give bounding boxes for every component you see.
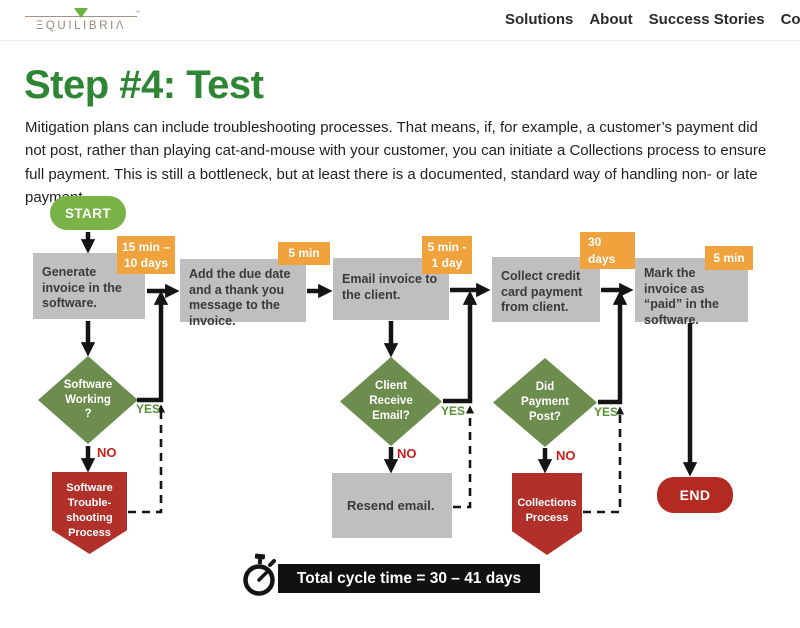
time-tag-generate: 15 min – 10 days [117,236,175,274]
intro-paragraph: Mitigation plans can include troubleshoo… [25,119,767,206]
logo-wordmark: ΞQUILIBRIΛ [35,20,127,32]
collections-process-node: Collections Process [512,473,582,555]
yes-label-2: YES [441,404,466,418]
troubleshooting-process-node: Software Trouble- shooting Process [52,472,127,554]
nav-item-about[interactable]: About [589,11,633,28]
cycle-time-banner: Total cycle time = 30 – 41 days [278,564,540,593]
page-title: Step #4: Test [24,63,264,107]
yes-label-1: YES [136,402,161,416]
logo-triangle-icon [74,8,88,18]
decision-software-working: Software Working ? [38,356,138,444]
yes-label-3: YES [594,405,619,419]
step-box-collect-payment: Collect credit card payment from client. [492,257,600,322]
time-tag-email-invoice: 5 min - 1 day [422,236,472,274]
step-box-email-invoice: Email invoice to the client. [333,258,449,320]
nav-item-success-stories[interactable]: Success Stories [648,11,765,28]
nav-item-solutions[interactable]: Solutions [505,11,574,28]
step-box-add-due-date: Add the due date and a thank you message… [180,259,306,328]
no-label-3: NO [556,448,576,463]
resend-email-node: Resend email. [332,473,452,538]
end-node: END [657,477,733,513]
nav-item-courses[interactable]: Courses [780,11,800,28]
time-tag-mark-paid: 5 min [705,246,753,270]
no-label-1: NO [97,445,117,460]
time-tag-collect-payment: 30 days [580,232,635,269]
start-node: START [50,196,126,230]
decision-did-payment-post: Did Payment Post? [493,358,597,447]
logo-trademark: ™ [135,10,140,16]
time-tag-add-due-date: 5 min [278,242,330,265]
decision-client-receive-email: Client Receive Email? [340,357,442,446]
no-label-2: NO [397,446,417,461]
stopwatch-icon [243,553,276,596]
main-nav: Solutions About Success Stories Courses [505,11,800,28]
site-header: ™ ΞQUILIBRIΛ Solutions About Success Sto… [0,0,800,41]
equilibria-logo[interactable]: ™ ΞQUILIBRIΛ [25,5,140,37]
